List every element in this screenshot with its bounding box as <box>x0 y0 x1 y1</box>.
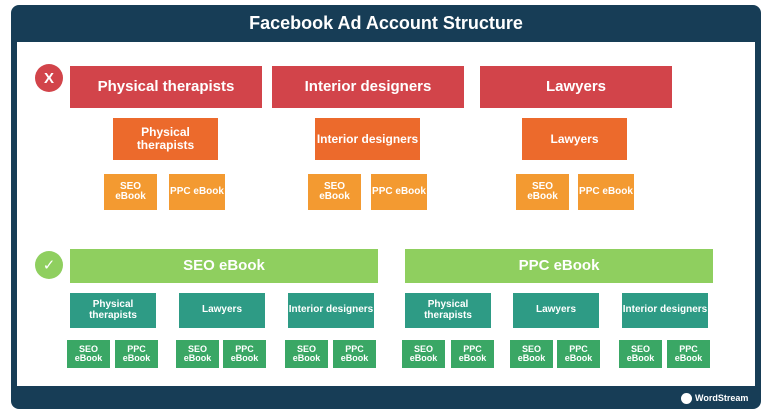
title-bar <box>11 5 761 42</box>
bad-ad-ppc-ebook: PPC eBook <box>578 174 634 210</box>
good-campaign-ppc-ebook: PPC eBook <box>405 249 713 283</box>
good-ad-seo-ebook: SEO eBook <box>285 340 328 368</box>
good-ad-seo-ebook: SEO eBook <box>176 340 219 368</box>
good-campaign-seo-ebook: SEO eBook <box>70 249 378 283</box>
good-adset-interior-designers: Interior designers <box>622 293 708 328</box>
good-ad-seo-ebook: SEO eBook <box>67 340 110 368</box>
bad-ad-ppc-ebook: PPC eBook <box>371 174 427 210</box>
good-ad-seo-ebook: SEO eBook <box>510 340 553 368</box>
bad-ad-seo-ebook: SEO eBook <box>308 174 361 210</box>
page-title: Facebook Ad Account Structure <box>249 13 523 33</box>
good-adset-physical-therapists: Physical therapists <box>405 293 491 328</box>
good-ad-ppc-ebook: PPC eBook <box>667 340 710 368</box>
good-adset-physical-therapists: Physical therapists <box>70 293 156 328</box>
bad-campaign-interior-designers: Interior designers <box>272 66 464 108</box>
wordstream-logo-text: WordStream <box>695 393 749 403</box>
good-ad-ppc-ebook: PPC eBook <box>115 340 158 368</box>
wordstream-logo: WordStream <box>681 390 748 406</box>
good-ad-ppc-ebook: PPC eBook <box>451 340 494 368</box>
frame-right-edge <box>755 42 761 386</box>
bad-campaign-lawyers: Lawyers <box>480 66 672 108</box>
footer-bar <box>11 386 761 409</box>
x-icon: X <box>35 64 63 92</box>
good-ad-seo-ebook: SEO eBook <box>619 340 662 368</box>
wordstream-logo-icon <box>681 392 692 404</box>
good-adset-lawyers: Lawyers <box>179 293 265 328</box>
bad-adset-interior-designers: Interior designers <box>315 118 420 160</box>
bad-campaign-physical-therapists: Physical therapists <box>70 66 262 108</box>
good-adset-lawyers: Lawyers <box>513 293 599 328</box>
frame-left-edge <box>11 42 17 386</box>
checkmark-icon: ✓ <box>35 251 63 279</box>
good-ad-ppc-ebook: PPC eBook <box>223 340 266 368</box>
good-adset-interior-designers: Interior designers <box>288 293 374 328</box>
bad-ad-seo-ebook: SEO eBook <box>516 174 569 210</box>
good-ad-seo-ebook: SEO eBook <box>402 340 445 368</box>
bad-ad-seo-ebook: SEO eBook <box>104 174 157 210</box>
good-ad-ppc-ebook: PPC eBook <box>333 340 376 368</box>
bad-ad-ppc-ebook: PPC eBook <box>169 174 225 210</box>
bad-adset-lawyers: Lawyers <box>522 118 627 160</box>
good-ad-ppc-ebook: PPC eBook <box>557 340 600 368</box>
bad-adset-physical-therapists: Physical therapists <box>113 118 218 160</box>
